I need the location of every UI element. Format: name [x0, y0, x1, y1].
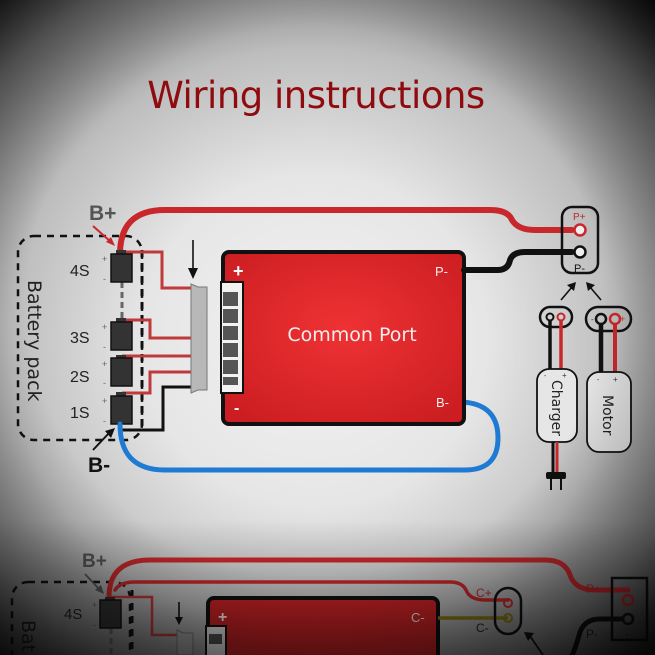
b-minus-label: B- [88, 454, 110, 477]
balance-connector-plug [190, 283, 208, 394]
cell-2s-plus: + [102, 359, 107, 369]
output-port-p-plus-terminal [573, 223, 587, 237]
cell-1s-plus: + [102, 396, 107, 406]
board-minus-label: - [234, 400, 239, 417]
bottom-insert-arrow-icon [175, 617, 183, 625]
battery-pack-label: Battery pack [23, 280, 45, 402]
bottom-p-plus-label: P+ [586, 582, 601, 596]
board-plus-label: + [233, 261, 244, 281]
bottom-c-minus-label: C- [476, 621, 489, 635]
bottom-output-port-p-plus [621, 593, 635, 607]
cell-3s-plus: + [102, 322, 107, 332]
cell-label-4s: 4S [70, 263, 90, 280]
motor-label: Motor [599, 395, 615, 436]
bottom-cell-label-4s: 4S [64, 606, 82, 623]
cell-1s [110, 392, 133, 425]
motor-to-port-arrow-shaft [589, 286, 602, 301]
cell-label-3s: 3S [70, 330, 90, 347]
charger-plus-mark: + [562, 371, 567, 380]
bottom-diagram: Bat 4S + - B+ + C- C+ C- [10, 551, 649, 655]
bottom-c-plus-label: C+ [476, 586, 492, 600]
cell-1s-minus: - [103, 416, 106, 426]
motor-plug-minus [594, 312, 608, 326]
charger-label: Charger [548, 380, 564, 436]
bottom-balance-connector-plug [176, 629, 194, 655]
balance-socket-pins [223, 292, 238, 385]
charger-plug-minus [545, 312, 555, 322]
motor-plug-minus-mark: - [591, 315, 594, 324]
motor-plug-plus [608, 312, 622, 326]
wire-p-minus [461, 249, 575, 273]
output-port-p-plus-label: P+ [573, 212, 586, 223]
board-p-minus-label: P- [435, 264, 448, 279]
bottom-battery-pack-label: Bat [17, 620, 39, 652]
bottom-output-port-minus-mark: - [625, 629, 629, 641]
b-plus-arrow-shaft [92, 225, 112, 243]
motor-plug-plus-mark: + [620, 314, 625, 324]
motor-to-port-arrow-icon [586, 282, 595, 291]
bottom-board [206, 596, 440, 655]
bottom-charge-port [493, 586, 523, 636]
bottom-cell-plus: + [92, 600, 97, 610]
board-b-minus-label: B- [436, 395, 449, 410]
bottom-charge-arrow-shaft [529, 635, 544, 655]
charger-plug [538, 305, 574, 329]
output-port-p-minus-label: P- [574, 263, 585, 275]
cell-label-1s: 1S [70, 405, 90, 422]
bottom-balance-socket-pin [209, 634, 222, 644]
bottom-board-c-minus-label: C- [411, 610, 425, 625]
ac-plug-icon [546, 472, 566, 490]
insert-arrow-icon [188, 268, 198, 279]
charger-plug-plus [556, 312, 566, 322]
bottom-output-port [610, 576, 649, 642]
bottom-cell-minus: - [93, 620, 96, 630]
charger-to-port-arrow-shaft [560, 286, 573, 301]
charger-to-port-arrow-icon [567, 282, 576, 291]
bottom-board-plus-label: + [218, 609, 227, 626]
cell-label-2s: 2S [70, 369, 90, 386]
bottom-p-minus-label: P- [586, 627, 598, 641]
cell-4s [110, 250, 133, 283]
cell-2s [110, 355, 133, 387]
top-diagram: Battery pack [16, 202, 633, 490]
motor-plus-mark: + [613, 375, 618, 384]
cell-3s [110, 318, 133, 351]
cell-4s-plus: + [102, 254, 107, 264]
cell-2s-minus: - [103, 378, 106, 388]
bottom-wire-b-plus-outer [106, 557, 631, 600]
bottom-b-plus-label: B+ [82, 551, 107, 572]
output-port-p-minus-terminal [573, 245, 587, 259]
wire-b-plus-main [117, 207, 575, 257]
bottom-cell-4s [99, 599, 122, 629]
cell-4s-minus: - [103, 274, 106, 284]
b-plus-label: B+ [89, 202, 116, 225]
cell-3s-minus: - [103, 342, 106, 352]
board-title: Common Port [287, 324, 416, 346]
